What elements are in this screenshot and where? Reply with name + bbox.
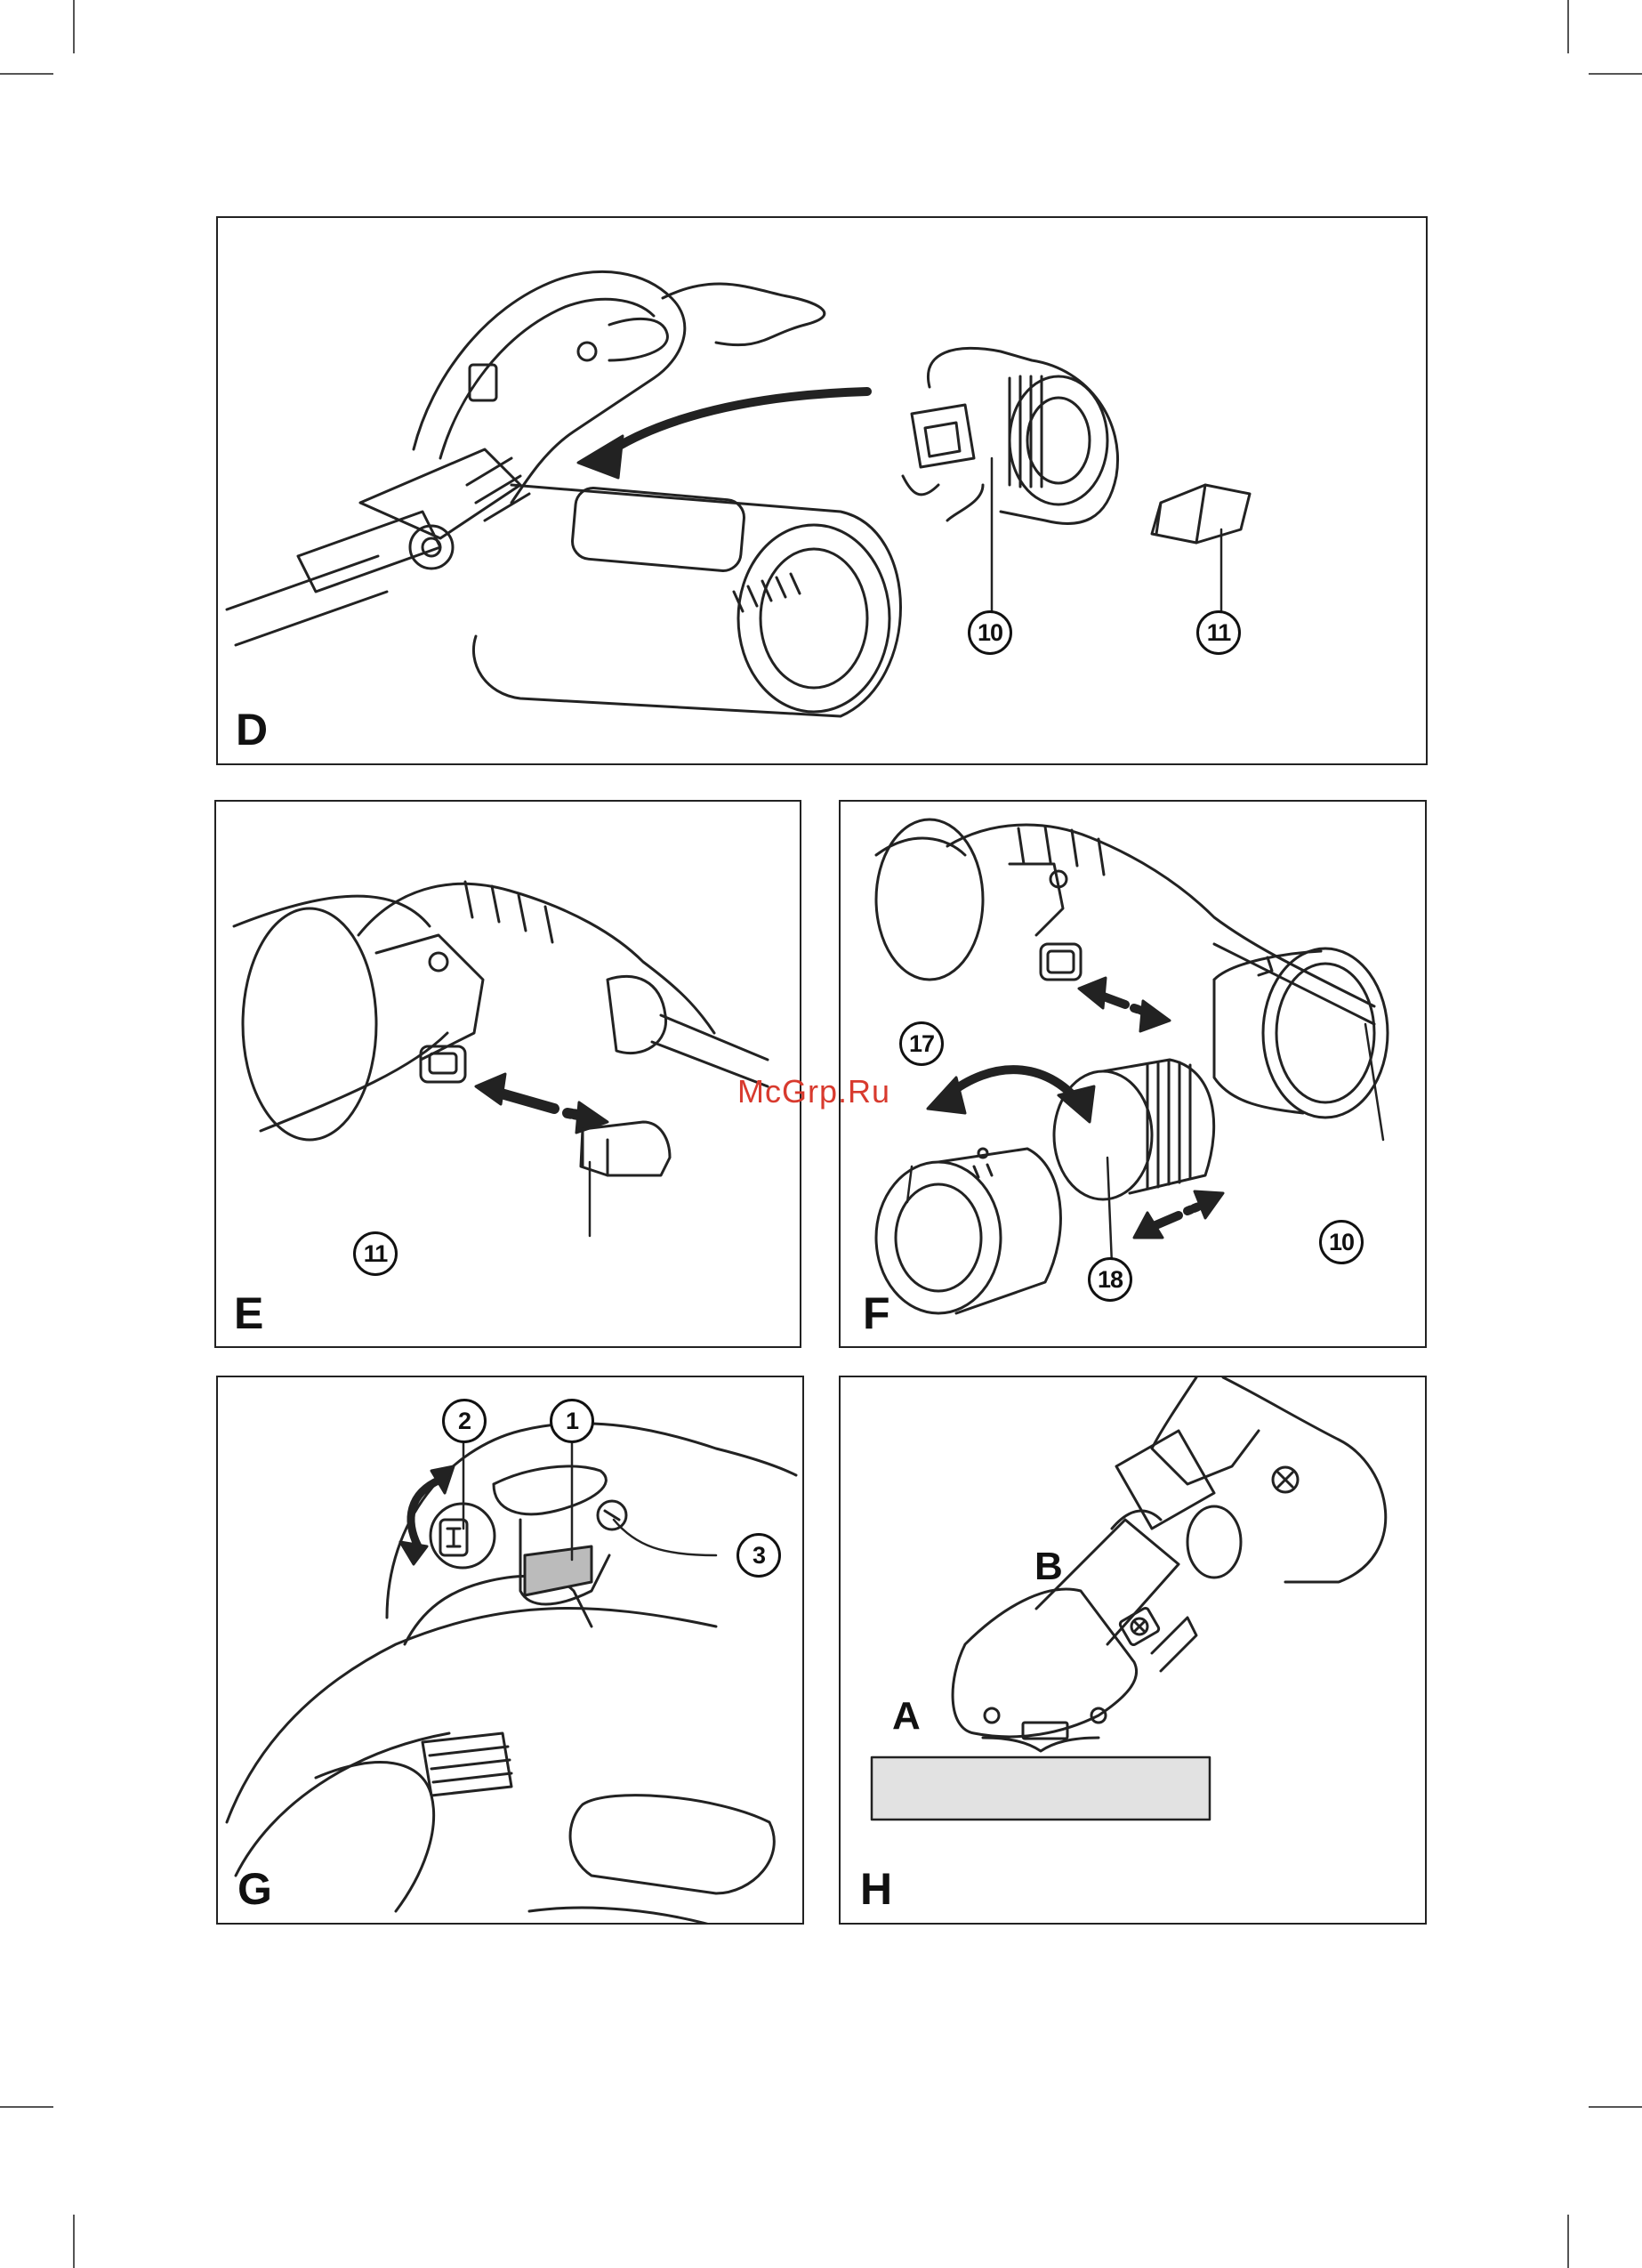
crop-mark: [1567, 0, 1569, 53]
panel-f: 17 10 18 F: [839, 800, 1427, 1348]
crop-mark: [73, 2215, 75, 2268]
panel-g: 2 1 3 G: [216, 1376, 804, 1925]
panel-g-illustration: [218, 1377, 804, 1925]
callout-10: 10: [968, 610, 1012, 655]
crop-mark: [73, 0, 75, 53]
crop-mark: [1567, 2215, 1569, 2268]
panel-letter-h: H: [860, 1867, 892, 1911]
panel-e: 11 E: [214, 800, 801, 1348]
callout-11: 11: [353, 1231, 398, 1276]
label-a: A: [892, 1694, 921, 1739]
panel-letter-d: D: [236, 707, 268, 752]
crop-mark: [0, 2106, 53, 2108]
panel-d-illustration: [218, 218, 1428, 765]
crop-mark: [1589, 73, 1642, 75]
callout-10: 10: [1319, 1220, 1364, 1264]
panel-f-illustration: [841, 802, 1427, 1348]
watermark-text: McGrp.Ru: [737, 1073, 890, 1110]
panel-d: 10 11 D: [216, 216, 1428, 765]
callout-18: 18: [1088, 1257, 1132, 1302]
callout-11: 11: [1196, 610, 1241, 655]
panel-letter-f: F: [863, 1291, 890, 1336]
callout-2: 2: [442, 1399, 487, 1443]
panel-letter-e: E: [234, 1291, 263, 1336]
crop-mark: [1589, 2106, 1642, 2108]
callout-1: 1: [550, 1399, 594, 1443]
panel-h: B A H: [839, 1376, 1427, 1925]
label-b: B: [1034, 1545, 1063, 1589]
callout-3: 3: [736, 1533, 781, 1578]
panel-e-illustration: [216, 802, 801, 1348]
crop-mark: [0, 73, 53, 75]
panel-h-illustration: [841, 1377, 1427, 1925]
callout-17: 17: [899, 1021, 944, 1066]
panel-letter-g: G: [237, 1867, 272, 1911]
